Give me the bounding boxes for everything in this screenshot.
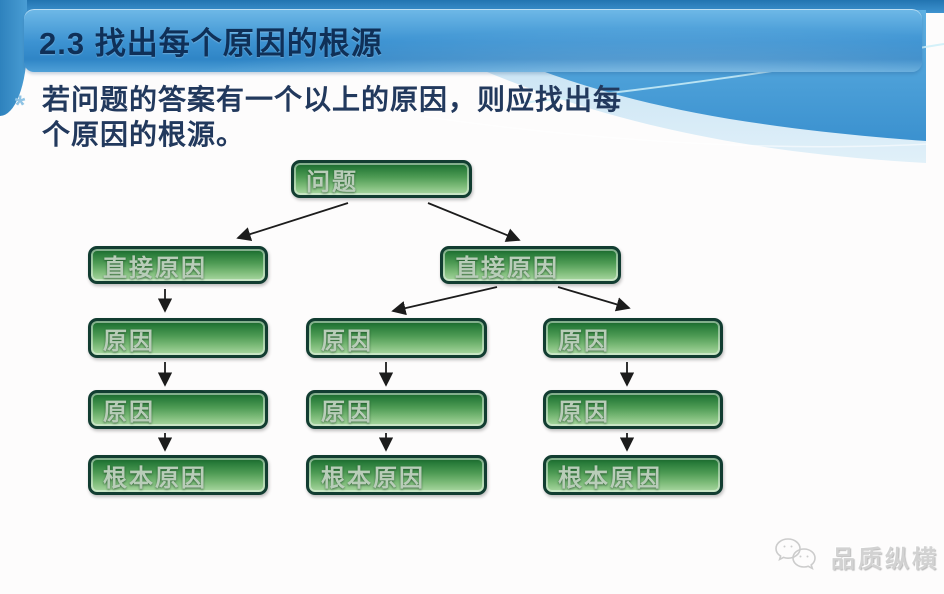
body-text-block: * 若问题的答案有一个以上的原因，则应找出每 个原因的根源。 [8, 82, 622, 152]
node-direct-cause-right: 直接原因 [440, 246, 621, 284]
node-cause-left-2: 原因 [88, 390, 268, 429]
chat-bubbles-icon [775, 538, 816, 570]
slide-title: 2.3 找出每个原因的根源 [39, 26, 383, 61]
body-line-1: 若问题的答案有一个以上的原因，则应找出每 [42, 84, 623, 115]
node-cause-right-1: 原因 [543, 318, 723, 358]
node-cause-right-2: 原因 [543, 390, 723, 429]
body-line-2: 个原因的根源。 [42, 119, 246, 150]
node-direct-cause-left: 直接原因 [88, 246, 268, 284]
node-problem: 问题 [291, 160, 472, 198]
body-paragraph: 若问题的答案有一个以上的原因，则应找出每 个原因的根源。 [42, 82, 622, 152]
slide-header-bar: 2.3 找出每个原因的根源 [24, 9, 922, 72]
watermark-label: 品质纵横 [831, 545, 939, 573]
asterisk-bullet: * [14, 90, 26, 120]
node-root-cause-left: 根本原因 [88, 455, 268, 495]
node-root-cause-middle: 根本原因 [306, 455, 487, 495]
node-root-cause-right: 根本原因 [543, 455, 723, 495]
watermark: 品质纵横 [774, 535, 939, 577]
node-cause-middle-1: 原因 [306, 318, 487, 358]
node-cause-left-1: 原因 [88, 318, 268, 358]
node-cause-middle-2: 原因 [306, 390, 487, 429]
